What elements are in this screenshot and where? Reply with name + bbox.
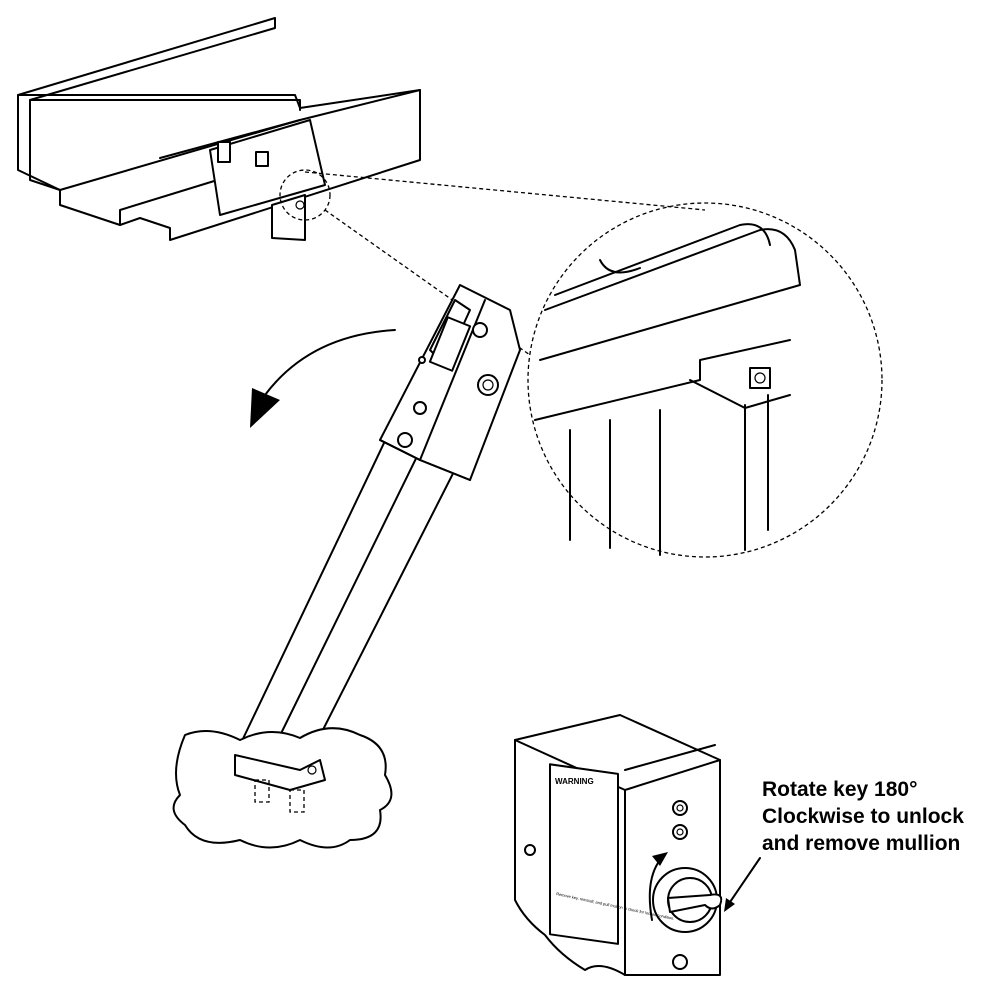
callout-line-1: Rotate key 180° <box>762 778 918 801</box>
lock-detail: WARNING Remove key, reinstall, and pull … <box>514 714 761 976</box>
warning-label-title: WARNING <box>555 777 594 786</box>
floor <box>172 727 393 849</box>
header-channel <box>17 17 421 241</box>
instruction-callout: Rotate key 180° Clockwise to unlock and … <box>762 776 964 857</box>
detail-magnified-view <box>527 202 883 558</box>
callout-line-3: and remove mullion <box>762 832 961 855</box>
rotation-arrow-icon <box>250 329 396 428</box>
set-screw-icon <box>749 367 771 389</box>
callout-line-2: Clockwise to unlock <box>762 805 964 828</box>
mullion <box>239 284 521 776</box>
key-icon <box>667 893 723 913</box>
detail-small-circle <box>279 169 331 221</box>
